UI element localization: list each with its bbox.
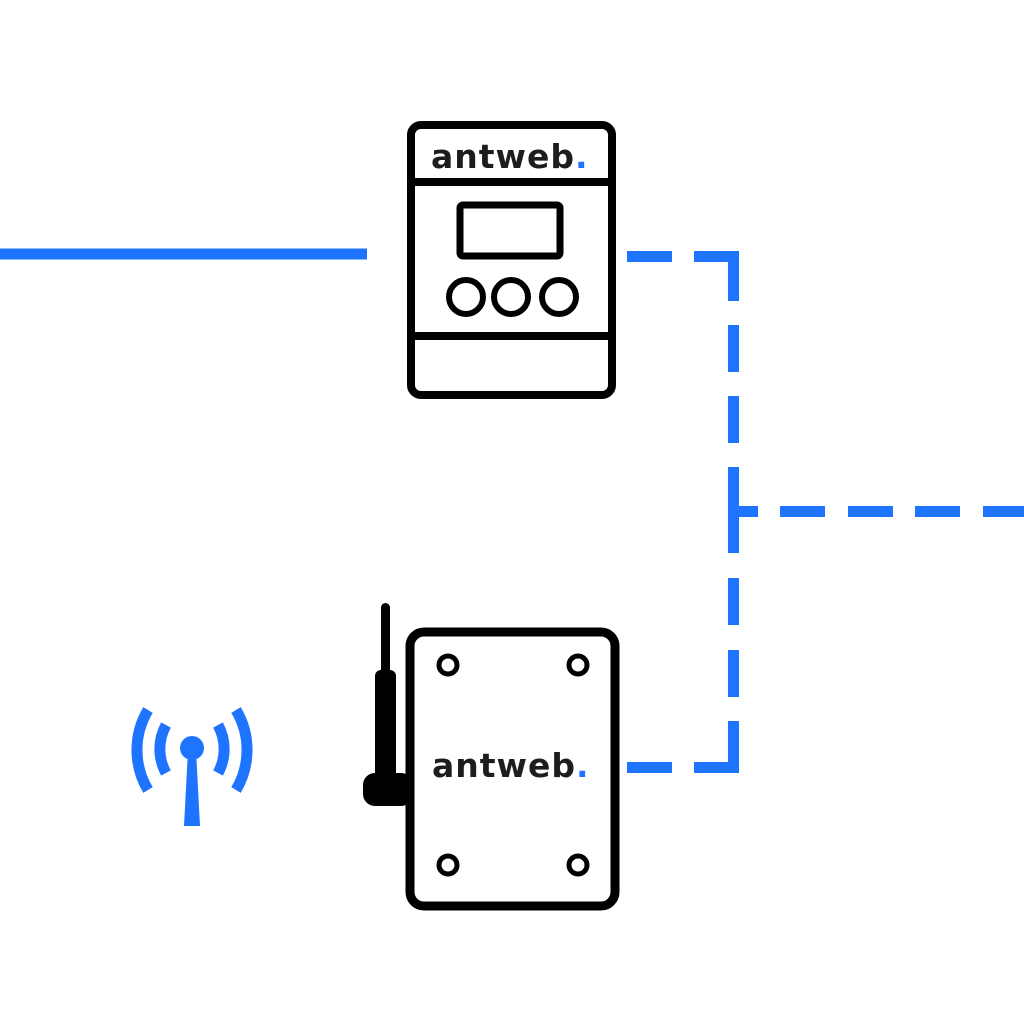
antenna-icon — [363, 603, 413, 806]
dash — [627, 251, 672, 262]
wireless-signal-icon — [131, 707, 253, 826]
gateway-body — [405, 627, 620, 911]
dash — [728, 721, 739, 773]
meter-button-2 — [491, 277, 531, 317]
gateway-device: antweb. — [363, 603, 620, 911]
dash — [739, 506, 758, 517]
dash — [728, 650, 739, 697]
meter-button-3 — [539, 277, 579, 317]
wave-inner-right — [213, 722, 230, 776]
dash — [728, 396, 739, 443]
meter-brand-text: antweb. — [431, 137, 589, 176]
meter-button-1 — [446, 277, 486, 317]
signal-mast — [184, 750, 200, 826]
dash — [848, 506, 893, 517]
dash — [728, 578, 739, 625]
dash — [915, 506, 960, 517]
signal-source-dot — [180, 736, 204, 760]
wave-outer-left — [131, 707, 153, 793]
dashed-connectors — [627, 251, 1024, 773]
dash — [694, 762, 739, 773]
dash — [728, 467, 739, 553]
screw-top-right — [566, 653, 590, 677]
dash — [694, 251, 739, 262]
screw-bottom-left — [436, 853, 460, 877]
dash — [627, 762, 672, 773]
dash — [728, 325, 739, 372]
meter-body — [407, 121, 616, 399]
screw-top-left — [436, 653, 460, 677]
dash — [780, 506, 825, 517]
wave-outer-right — [231, 707, 253, 793]
meter-display-screen — [456, 201, 564, 260]
gateway-brand-text: antweb. — [432, 746, 590, 785]
screw-bottom-right — [566, 853, 590, 877]
dash — [983, 506, 1024, 517]
wave-inner-left — [154, 722, 171, 776]
dash — [728, 251, 739, 301]
meter-device: antweb. — [407, 121, 616, 399]
